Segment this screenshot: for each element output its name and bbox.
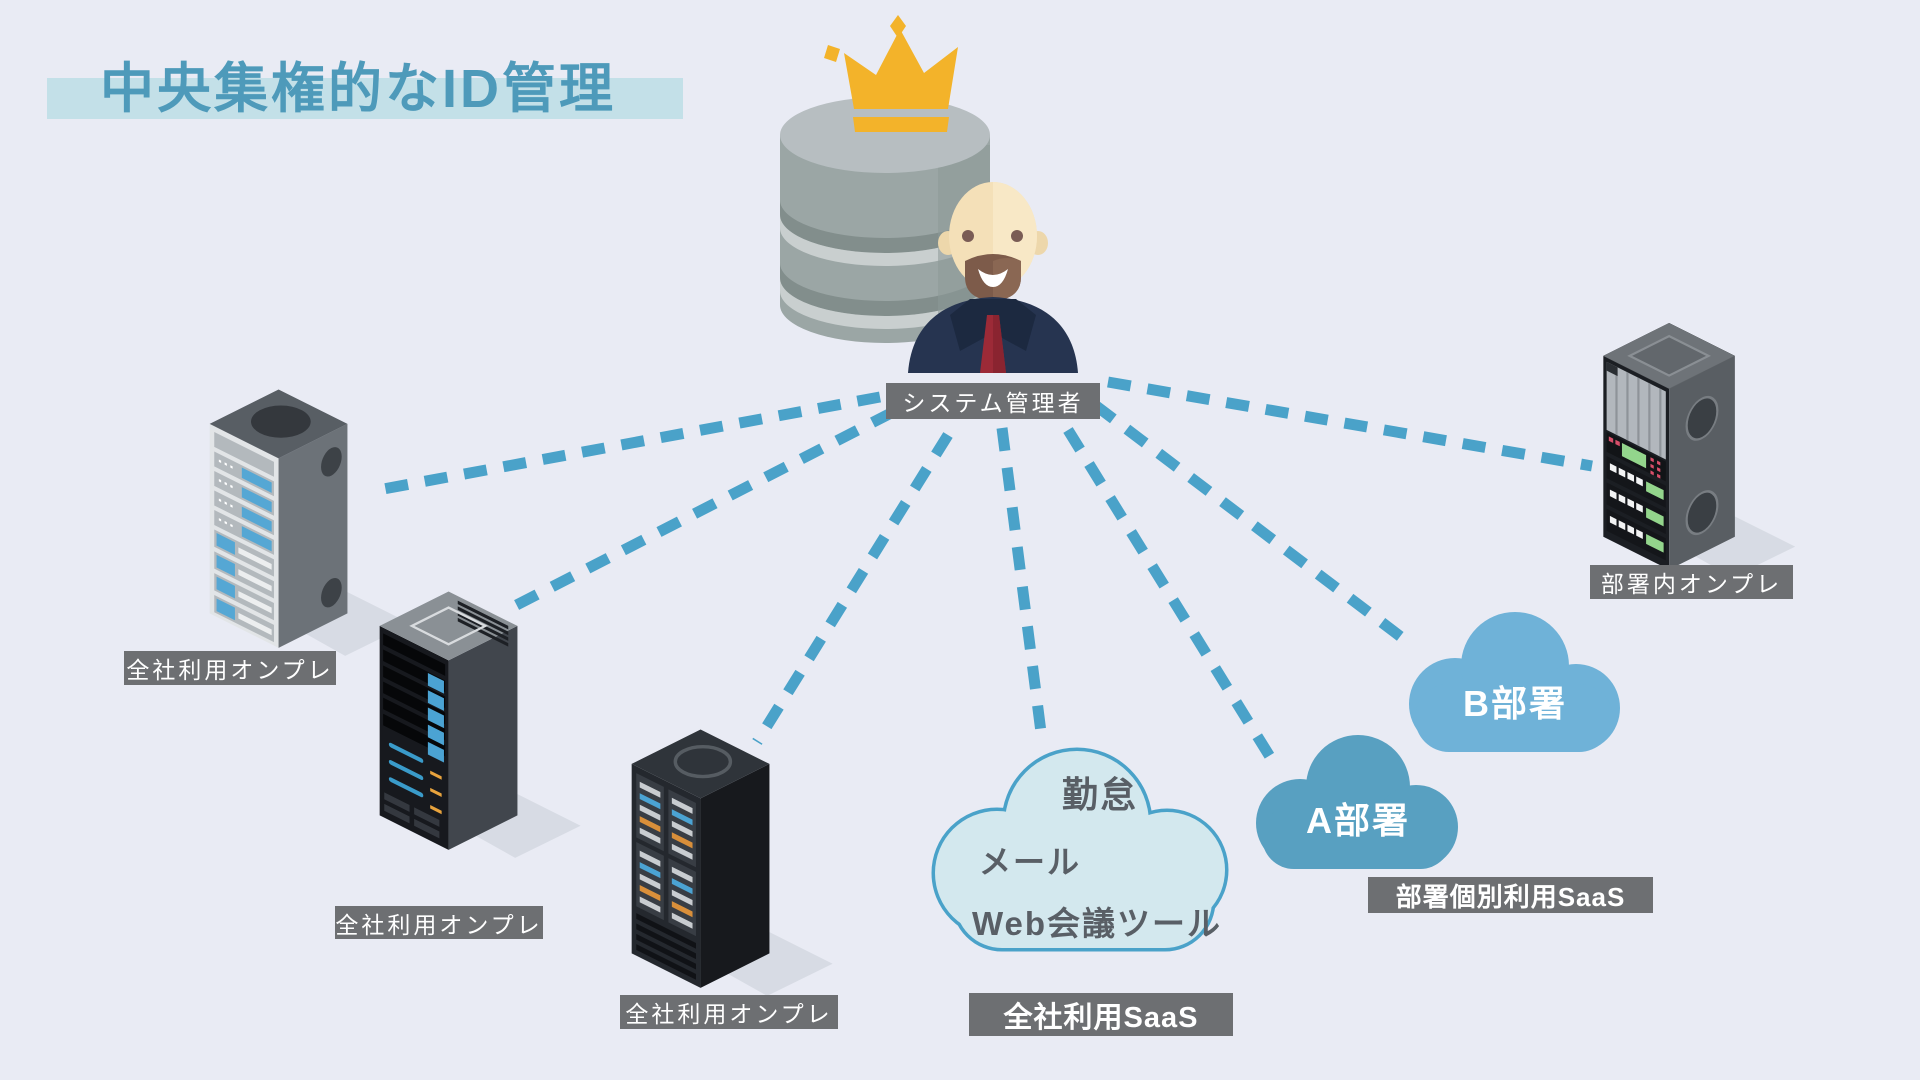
saas-cloud: 勤怠 メール Web会議ツール [931,747,1229,952]
onprem1-label: 全社利用オンプレ [124,651,336,685]
sysadmin-label: システム管理者 [886,383,1100,419]
dept-a-label: A部署 [1306,800,1410,841]
line-to-cloud-b [1091,400,1417,651]
central-admin-figure [780,15,1078,373]
saas-service-webmeeting: Web会議ツール [972,905,1222,942]
server-onprem2-icon [379,591,581,858]
dept-saas-label: 部署個別利用SaaS [1368,877,1653,913]
crown-icon [824,15,958,132]
saas-service-mail: メール [979,844,1081,880]
line-to-onprem2 [500,407,896,617]
server-onprem3-icon [631,729,833,996]
line-to-saas-cloud [996,427,1048,741]
onprem3-label: 全社利用オンプレ [620,995,838,1029]
server-dept-onprem-icon [1603,322,1796,578]
line-to-onprem1 [376,391,882,496]
onprem2-label: 全社利用オンプレ [335,906,543,939]
dept-onprem-label: 部署内オンプレ [1590,565,1793,599]
saas-label: 全社利用SaaS [969,993,1233,1036]
line-to-cloud-a [1063,427,1277,763]
server-onprem1-icon [209,389,411,656]
saas-service-kintai: 勤怠 [1062,774,1138,815]
dept-b-label: B部署 [1463,683,1567,724]
dept-a-cloud: A部署 [1256,735,1458,869]
line-to-dept-onprem [1107,376,1593,472]
page-title: 中央集権的なID管理 [100,59,616,119]
line-to-onprem3 [752,432,953,745]
administrator-icon [908,182,1078,373]
dept-b-cloud: B部署 [1409,612,1620,752]
title-highlight-band [47,78,683,119]
